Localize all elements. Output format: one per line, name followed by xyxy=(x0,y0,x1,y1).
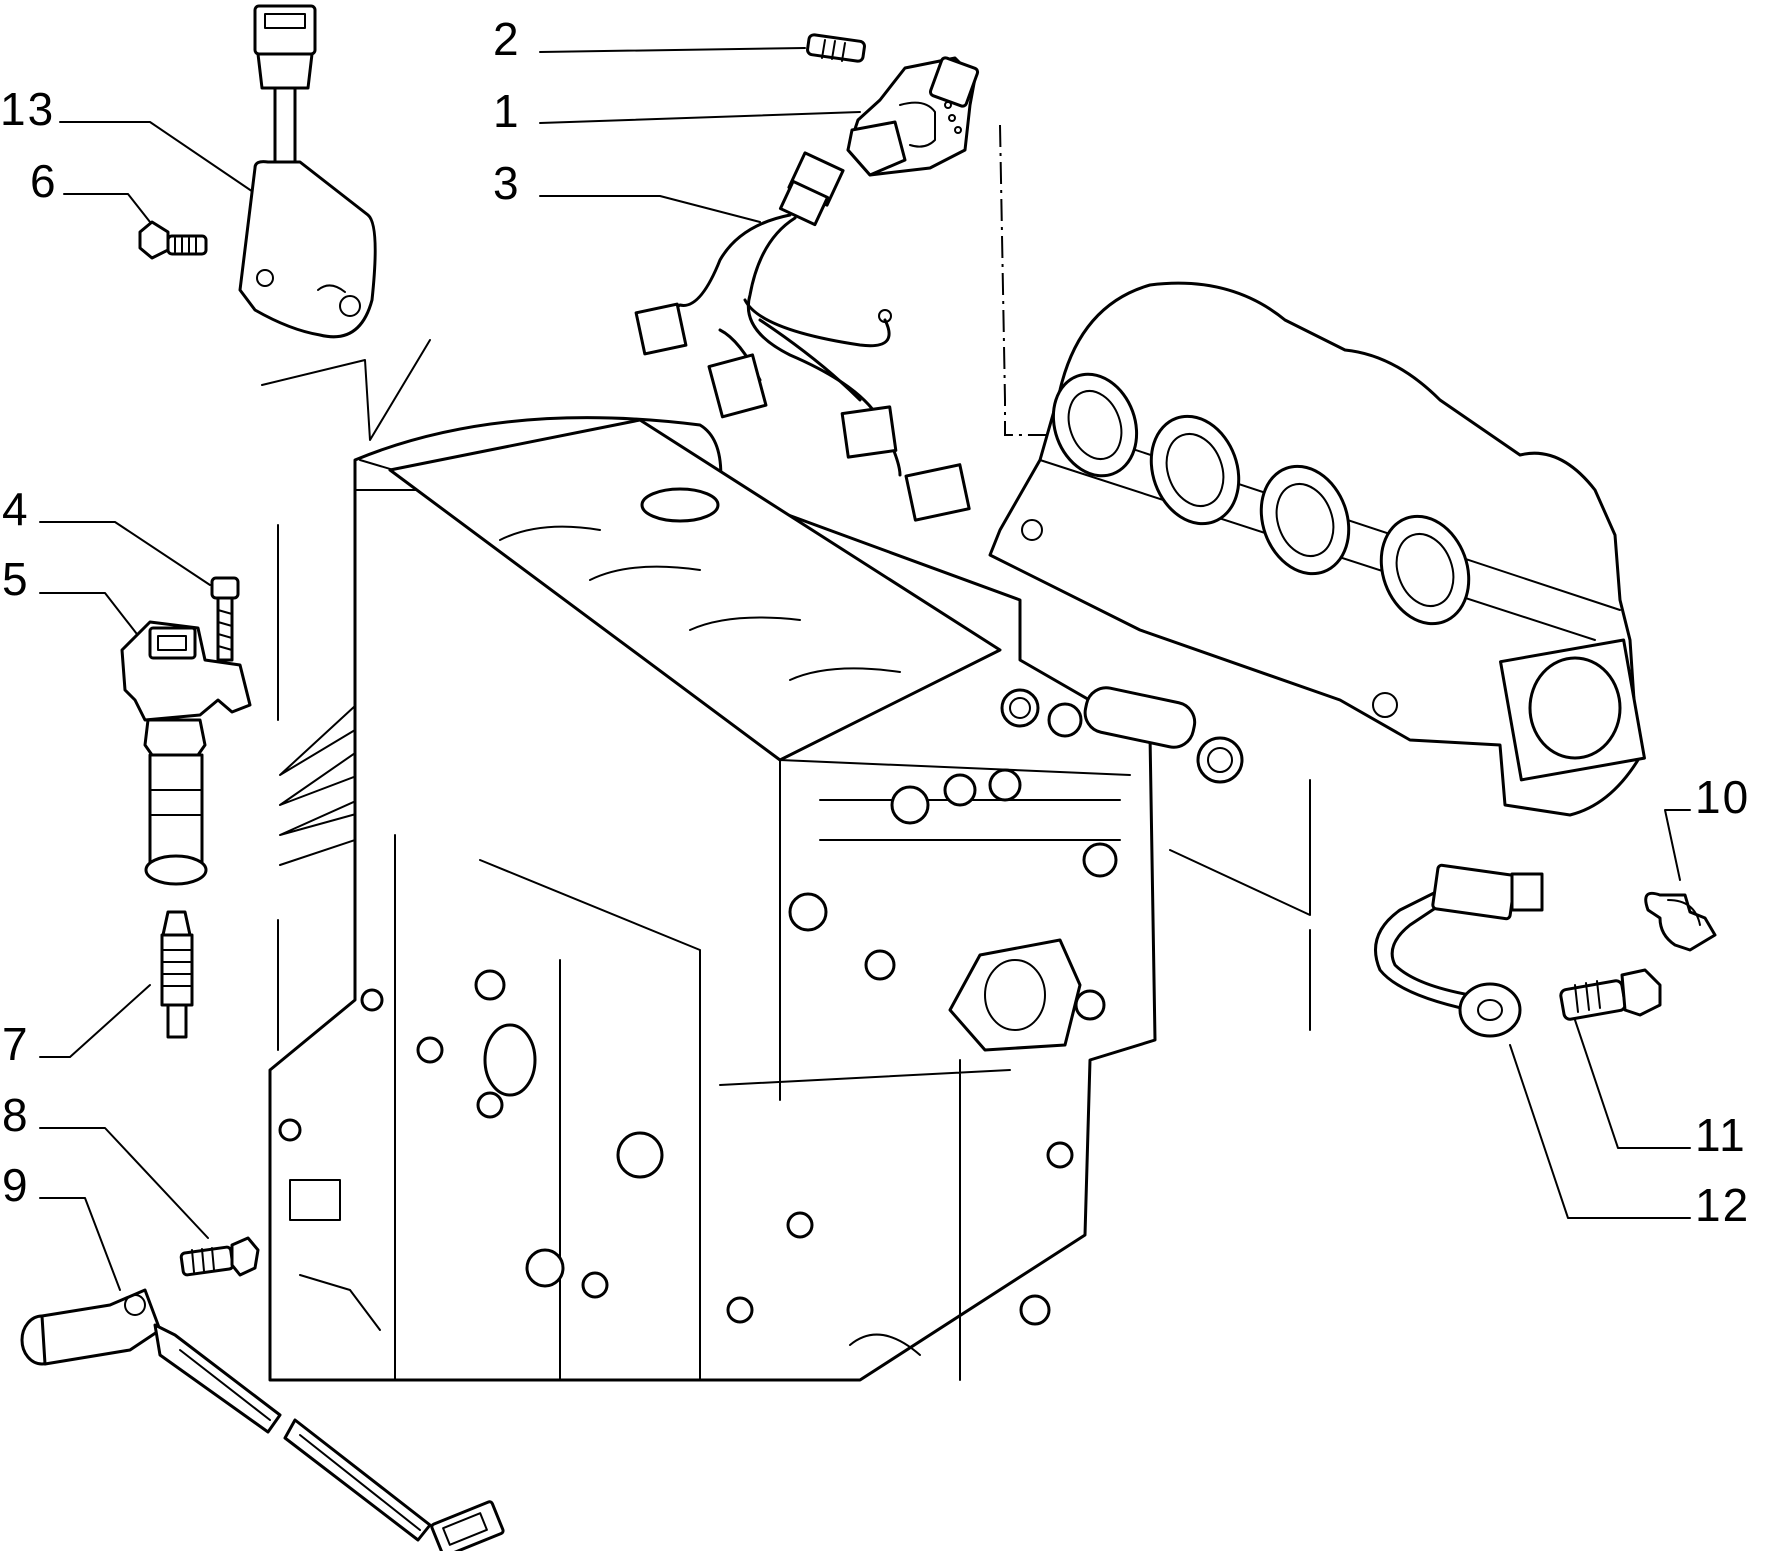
callout-8: 8 xyxy=(2,1089,30,1141)
part-5-ignition-coil xyxy=(120,620,252,886)
leader-12 xyxy=(1509,1044,1691,1219)
callout-10: 10 xyxy=(1695,771,1751,823)
part-8-screw xyxy=(179,1236,260,1277)
leader-7 xyxy=(39,984,151,1058)
callout-3: 3 xyxy=(493,157,521,209)
part-6-screw xyxy=(138,220,208,260)
callout-11: 11 xyxy=(1695,1109,1747,1161)
part-9-crank-sensor xyxy=(20,1288,505,1556)
part-11-screw xyxy=(1559,968,1662,1021)
leader-11 xyxy=(1574,1019,1691,1149)
callout-9: 9 xyxy=(2,1159,30,1211)
leader-13 xyxy=(59,121,263,199)
leader-8 xyxy=(39,1127,209,1239)
leader-2 xyxy=(539,47,806,53)
part-13-ignition-module xyxy=(238,4,377,339)
callout-6: 6 xyxy=(30,155,58,207)
part-10-clip xyxy=(1644,891,1717,952)
callout-13: 13 xyxy=(0,83,56,135)
leader-9 xyxy=(39,1197,121,1291)
callout-7: 7 xyxy=(2,1018,30,1070)
part-1-control-module xyxy=(846,56,980,177)
callout-12: 12 xyxy=(1695,1179,1751,1231)
alignment-line xyxy=(999,124,1085,436)
callout-5: 5 xyxy=(2,553,30,605)
part-2-screw xyxy=(806,33,866,63)
part-4-screw xyxy=(210,576,240,662)
leader-3 xyxy=(539,195,761,223)
callout-4: 4 xyxy=(2,483,30,535)
engine-block xyxy=(268,416,1244,1382)
callout-2: 2 xyxy=(493,13,521,65)
part-12-knock-sensor xyxy=(1374,863,1544,1038)
leader-10 xyxy=(1664,809,1691,881)
intake-manifold xyxy=(988,281,1646,817)
leader-5 xyxy=(39,592,141,639)
section-break-top xyxy=(261,339,431,441)
part-3-wiring-harness xyxy=(634,151,971,522)
callout-1: 1 xyxy=(493,85,521,137)
leader-4 xyxy=(39,521,211,586)
section-break-right xyxy=(1169,779,1311,916)
part-7-spark-plug xyxy=(160,910,194,1039)
leader-1 xyxy=(539,111,861,124)
leader-6 xyxy=(63,193,151,223)
